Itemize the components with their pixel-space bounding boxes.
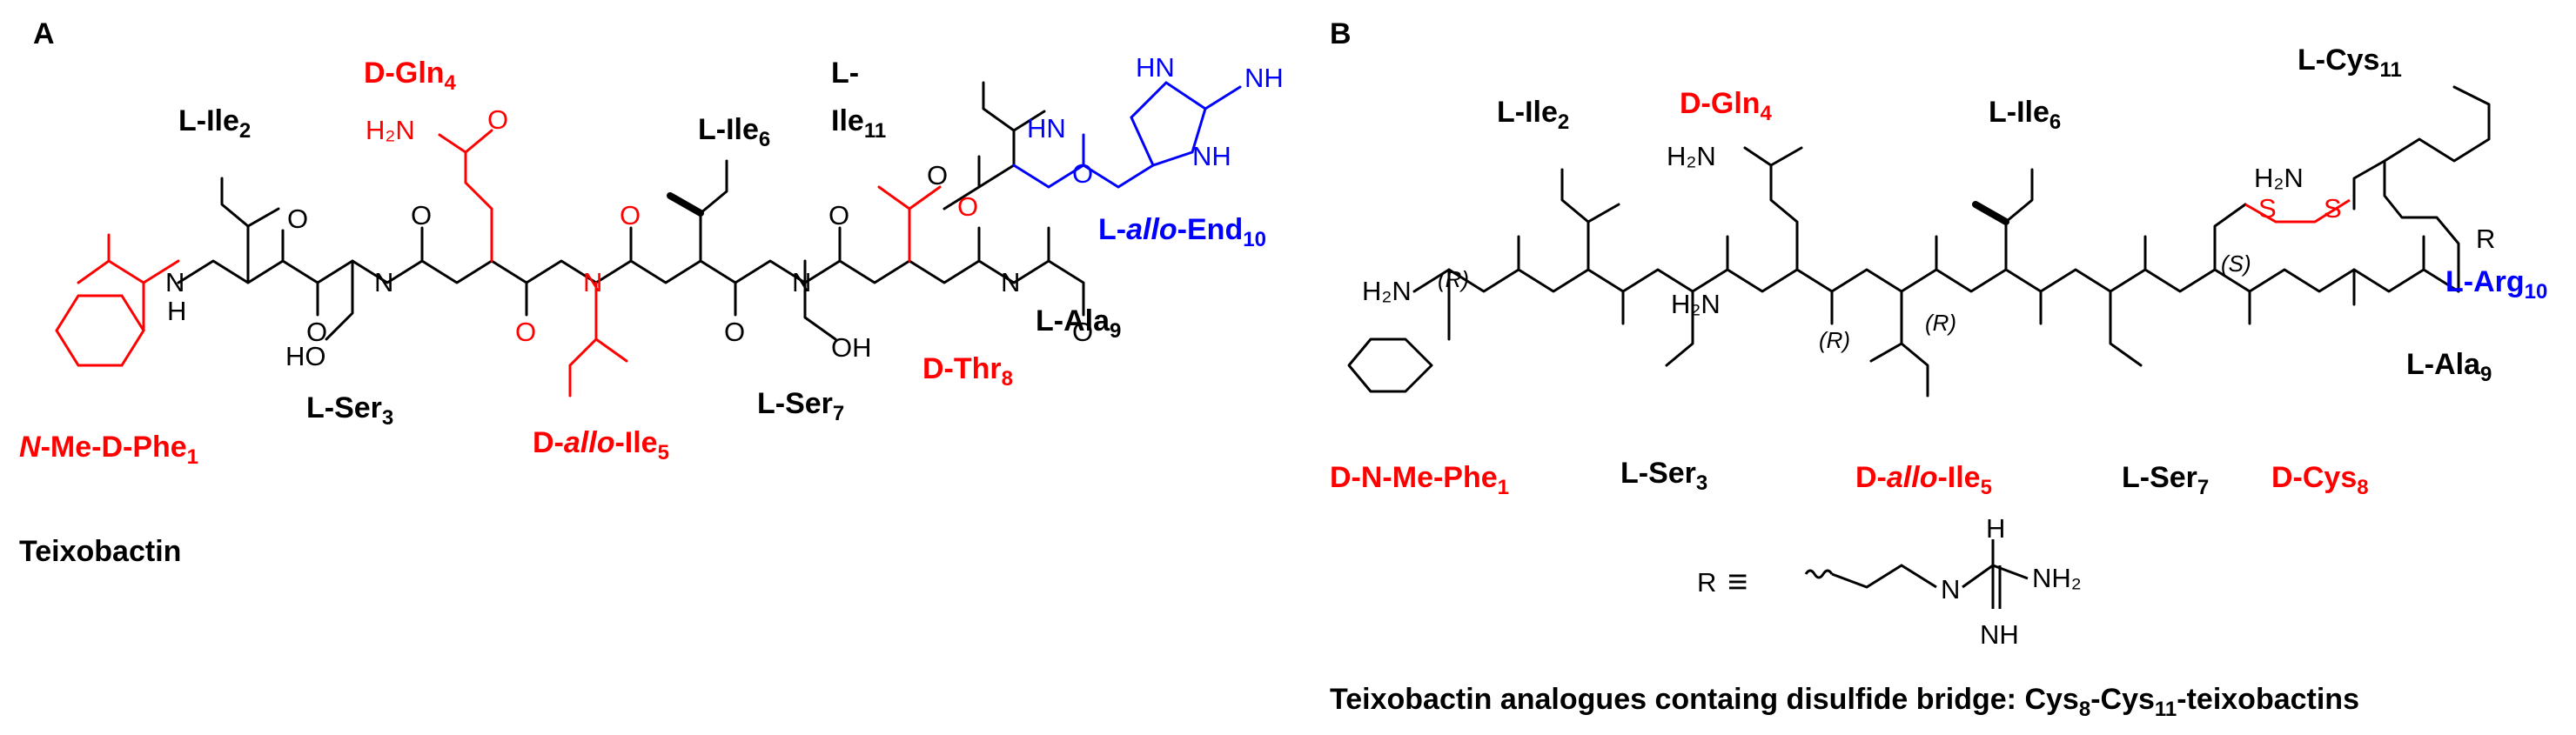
- panel-a-residue-labels: N-Me-D-Phe1 L-Ile2 L-Ser3 D-Gln4 D-allo-…: [19, 57, 1266, 469]
- panel-b: B: [1330, 17, 2547, 721]
- stereo-s: (S): [2221, 251, 2251, 277]
- atom-h2n: H₂N: [1671, 289, 1721, 319]
- atom-nh2: NH₂: [2032, 563, 2082, 593]
- r-group-definition: R ≡ N H NH₂ NH: [1697, 513, 2082, 650]
- atom-n: N: [165, 267, 184, 297]
- atom-o: O: [287, 204, 308, 234]
- atom-o: O: [724, 317, 745, 347]
- label-arg10: L-Arg10: [2445, 265, 2547, 304]
- atom-nh: NH: [1980, 619, 2019, 650]
- atom-o: O: [957, 191, 978, 222]
- label-ala9: L-Ala9: [1036, 304, 1121, 343]
- label-ile6: L-Ile6: [1989, 96, 2061, 134]
- label-phe1: D-N-Me-Phe1: [1330, 461, 1509, 499]
- panel-a-letter: A: [33, 17, 55, 50]
- atom-n: N: [583, 267, 602, 297]
- panel-b-caption: Teixobactin analogues containg disulfide…: [1330, 683, 2359, 721]
- r-symbol: R: [1697, 567, 1716, 598]
- atom-o: O: [927, 160, 948, 190]
- atom-h2n: H₂N: [1667, 141, 1716, 171]
- atom-nh: NH: [1244, 63, 1284, 93]
- stereo-r: (R): [1925, 310, 1956, 336]
- atom-s: S: [2324, 193, 2342, 224]
- panel-a-atom-labels: O O O O O O O O N N N N N H HO OH H₂N O …: [165, 52, 1284, 371]
- atom-oh: OH: [831, 332, 872, 363]
- label-end10: L-allo-End10: [1098, 213, 1266, 251]
- atom-o: O: [487, 104, 508, 135]
- equivalence-symbol: ≡: [1727, 563, 1748, 601]
- atom-n: N: [792, 267, 811, 297]
- atom-n: N: [1001, 267, 1020, 297]
- panel-a: A: [19, 17, 1284, 568]
- panel-b-residue-labels: D-N-Me-Phe1 L-Ile2 L-Ser3 D-Gln4 D-allo-…: [1330, 43, 2547, 499]
- atom-o: O: [620, 200, 641, 231]
- label-ser7: L-Ser7: [2122, 461, 2209, 499]
- r-group-chain: [1804, 539, 2029, 609]
- panel-a-caption: Teixobactin: [19, 535, 181, 568]
- label-ser7: L-Ser7: [757, 387, 844, 425]
- panel-b-disulfide: [2244, 198, 2351, 224]
- atom-s: S: [2258, 193, 2277, 224]
- label-ser3: L-Ser3: [306, 391, 393, 430]
- label-ile2: L-Ile2: [1497, 96, 1569, 134]
- atom-hn: HN: [1027, 113, 1066, 144]
- atom-h2n: H₂N: [2254, 163, 2304, 193]
- atom-nh: NH: [1192, 141, 1231, 171]
- atom-hn: HN: [1136, 52, 1175, 83]
- panel-b-stereo: (R) (R) (R) (S): [1438, 251, 2251, 353]
- panel-a-blue-end10: [1012, 81, 1242, 189]
- atom-h2n: H₂N: [366, 115, 415, 145]
- label-ile11-line2: Ile11: [831, 104, 886, 143]
- atom-r: R: [2476, 224, 2495, 254]
- label-cys8: D-Cys8: [2271, 461, 2369, 499]
- atom-h: H: [1986, 513, 2005, 544]
- atom-o: O: [1072, 317, 1093, 347]
- label-ile5: D-allo-Ile5: [533, 426, 669, 464]
- stereo-r: (R): [1819, 327, 1850, 353]
- label-gln4: D-Gln4: [364, 57, 457, 95]
- label-ala9: L-Ala9: [2406, 348, 2492, 386]
- atom-o: O: [411, 200, 432, 231]
- atom-o: O: [828, 200, 849, 231]
- atom-ho: HO: [285, 341, 326, 371]
- panel-b-letter: B: [1330, 17, 1352, 50]
- atom-h: H: [167, 296, 186, 326]
- atom-n: N: [1941, 574, 1960, 605]
- label-ile2: L-Ile2: [178, 104, 251, 143]
- atom-o: O: [1072, 158, 1093, 189]
- label-ser3: L-Ser3: [1620, 457, 1707, 495]
- stereo-r: (R): [1438, 266, 1469, 292]
- atom-n: N: [374, 267, 393, 297]
- panel-b-backbone: [1347, 85, 2491, 398]
- label-cys11: L-Cys11: [2298, 43, 2402, 82]
- panel-a-red-residues: [55, 129, 942, 398]
- atom-h2n: H₂N: [1362, 276, 1412, 306]
- atom-o: O: [306, 317, 327, 347]
- label-phe1: N-Me-D-Phe1: [19, 431, 198, 469]
- label-gln4: D-Gln4: [1680, 87, 1773, 125]
- label-ile11-line1: L-: [831, 57, 859, 90]
- panel-b-atom-labels: H₂N H₂N H₂N H₂N S S R: [1362, 141, 2495, 319]
- label-thr8: D-Thr8: [922, 352, 1013, 391]
- label-ile5: D-allo-Ile5: [1855, 461, 1992, 499]
- atom-o: O: [515, 317, 536, 347]
- label-ile6: L-Ile6: [698, 113, 770, 151]
